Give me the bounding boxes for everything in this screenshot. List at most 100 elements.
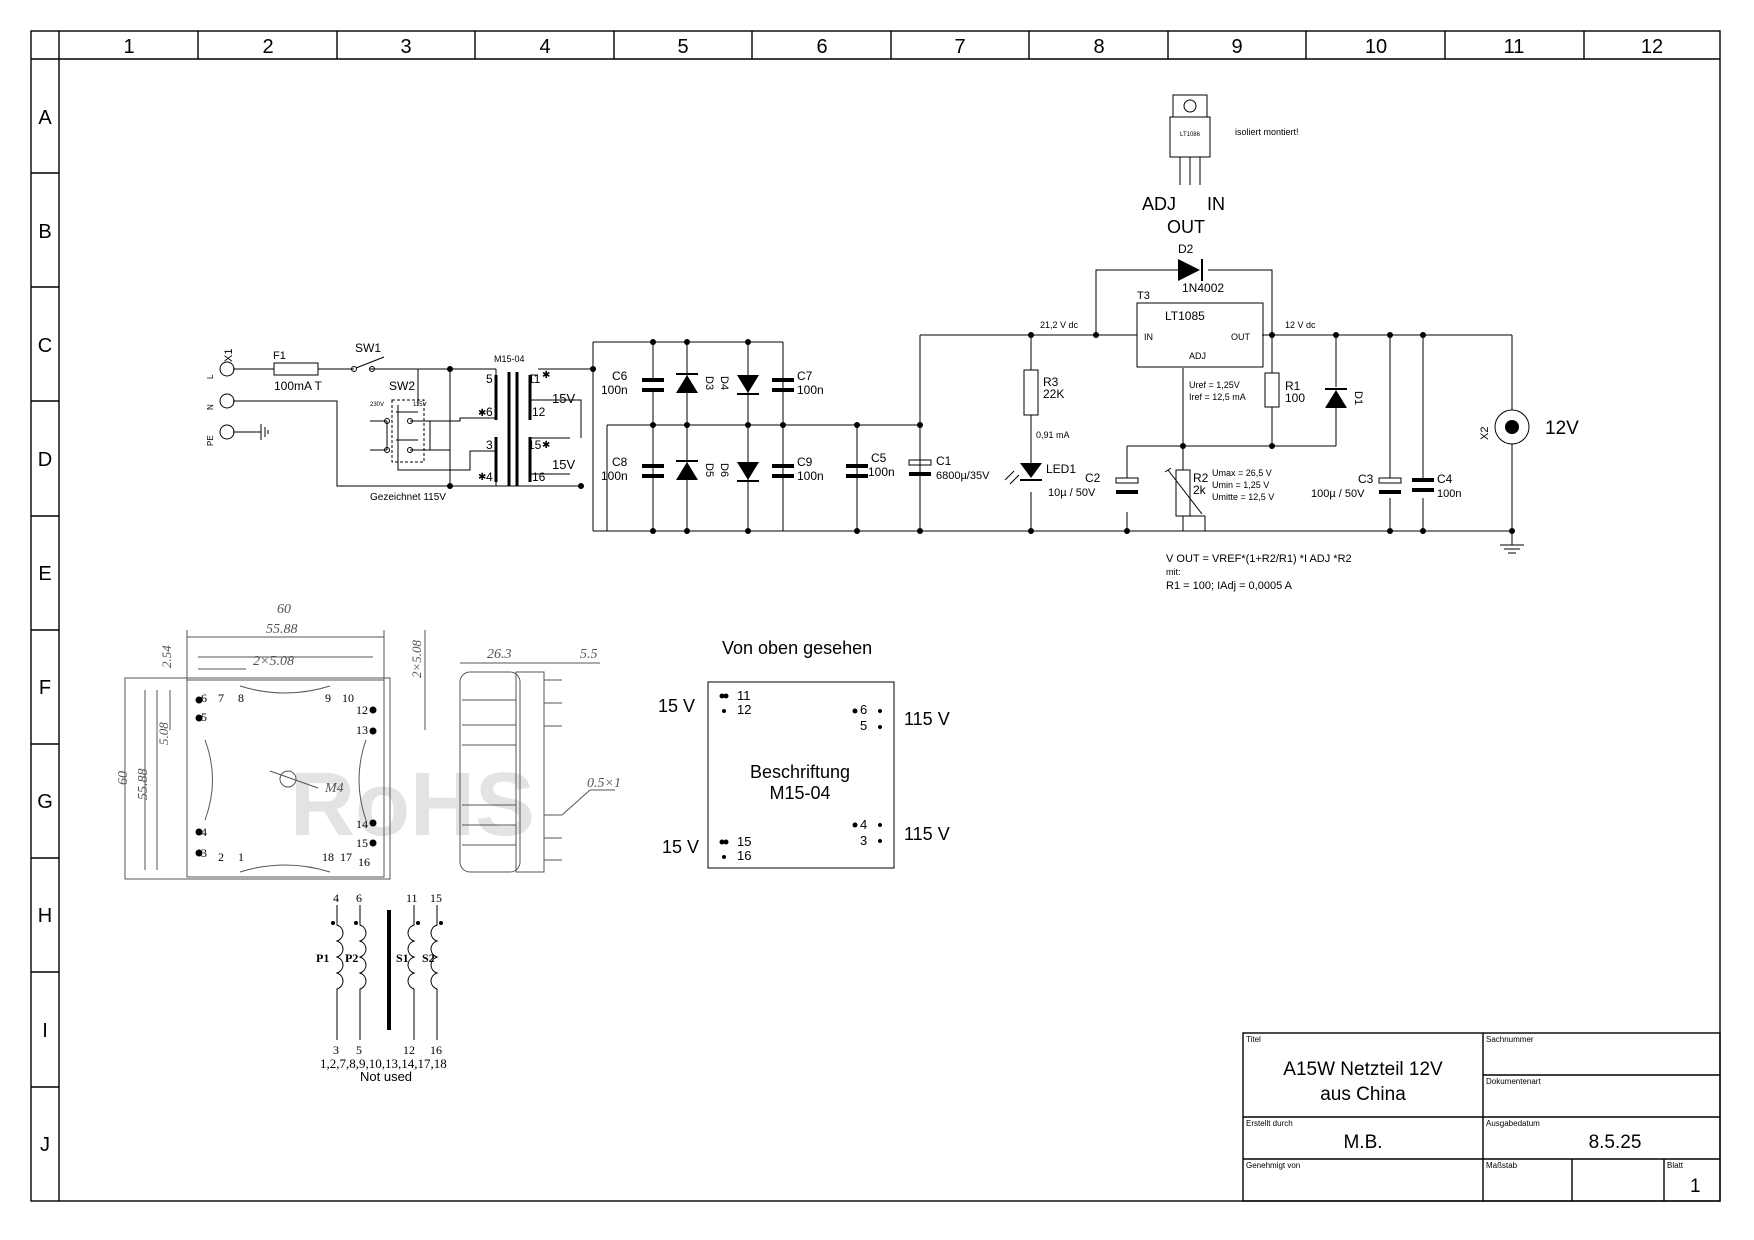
sw2-230-label: 230V xyxy=(370,402,384,408)
regulator-pin-out: OUT xyxy=(1167,217,1205,237)
col-label: 3 xyxy=(400,36,411,58)
issue-date: 8.5.25 xyxy=(1589,1132,1642,1153)
t-secondary-1-voltage: 15V xyxy=(552,391,575,406)
dimension-lines xyxy=(144,630,600,870)
c7-label: C7 xyxy=(797,369,813,383)
pin-number: 17 xyxy=(340,850,352,864)
connector-x1 xyxy=(219,361,269,440)
t-pin-12: 12 xyxy=(532,405,546,419)
pin-number: 9 xyxy=(325,691,331,705)
winding-diagram xyxy=(331,905,443,1040)
winding-pin-top: 11 xyxy=(406,891,418,905)
c3-value: 100µ / 50V xyxy=(1311,488,1365,500)
winding-pin-bottom: 16 xyxy=(430,1043,442,1057)
c9-value: 100n xyxy=(797,469,824,483)
top-view-right-bottom-voltage: 115 V xyxy=(904,824,950,844)
f1-value: 100mA T xyxy=(274,379,322,393)
resistor-r1 xyxy=(1264,372,1280,408)
winding-pin-top: 4 xyxy=(333,891,339,905)
t3-in: IN xyxy=(1144,332,1153,342)
titel-label: Titel xyxy=(1246,1035,1261,1044)
pin-number: 10 xyxy=(342,691,354,705)
row-label: D xyxy=(38,449,52,471)
t-pin-16: 16 xyxy=(532,470,546,484)
c2-label: C2 xyxy=(1085,471,1101,485)
top-view-pin-5: 5 xyxy=(860,718,867,733)
col-label: 7 xyxy=(954,36,965,58)
wired-note: Gezeichnet 115V xyxy=(370,492,446,503)
output-voltage: 12V xyxy=(1545,418,1579,439)
c6-label: C6 xyxy=(612,369,628,383)
output-jack-x2 xyxy=(1494,409,1530,445)
winding-pin-bottom: 3 xyxy=(333,1043,339,1057)
col-label: 12 xyxy=(1641,36,1663,58)
t-pin-5: 5 xyxy=(486,372,493,386)
row-label: B xyxy=(38,221,51,243)
c1-label: C1 xyxy=(936,454,952,468)
formula-line-3: R1 = 100; IAdj = 0,0005 A xyxy=(1166,580,1293,592)
svg-text:✱: ✱ xyxy=(542,370,550,381)
row-label: C xyxy=(38,335,52,357)
transformer-outline-front xyxy=(124,677,391,880)
diode-d2 xyxy=(1178,259,1203,281)
pin-number: 13 xyxy=(356,723,368,737)
pin-number: 18 xyxy=(322,850,334,864)
potentiometer-r2 xyxy=(1164,467,1203,517)
dim-5588-left: 55.88 xyxy=(136,769,151,801)
col-label: 10 xyxy=(1365,36,1387,58)
r3-value: 22K xyxy=(1043,387,1064,401)
col-label: 9 xyxy=(1231,36,1242,58)
iref: Iref = 12,5 mA xyxy=(1189,392,1246,402)
junction-dots xyxy=(447,332,1515,534)
top-view-right-top-voltage: 115 V xyxy=(904,709,950,729)
t-pin-11: 11 xyxy=(528,372,541,386)
f1-label: F1 xyxy=(273,350,286,362)
c8-value: 100n xyxy=(601,469,628,483)
pin-number: 2 xyxy=(218,850,224,864)
dim-60-top: 60 xyxy=(277,602,291,617)
svg-text:✱: ✱ xyxy=(478,472,486,483)
row-label: H xyxy=(38,905,52,927)
title-line-1: A15W Netzteil 12V xyxy=(1283,1059,1443,1080)
pin-number: 3 xyxy=(201,846,207,860)
dim-2x508-right: 2×5.08 xyxy=(409,639,424,678)
svg-text:✱: ✱ xyxy=(478,408,486,419)
winding-pin-top: 6 xyxy=(356,891,362,905)
title-block xyxy=(1242,1032,1721,1202)
t3-adj: ADJ xyxy=(1189,351,1206,361)
pin-number: 14 xyxy=(356,817,368,831)
capacitors-unpolarized xyxy=(642,378,1434,492)
umin: Umin = 1,25 V xyxy=(1212,480,1269,490)
led-current: 0,91 mA xyxy=(1036,430,1070,440)
regulator-t3 xyxy=(1136,302,1264,368)
schematic-wires xyxy=(233,269,1524,554)
fuse-f1 xyxy=(273,362,319,376)
erstellt-label: Erstellt durch xyxy=(1246,1119,1293,1128)
top-view-label-line-2: M15-04 xyxy=(769,783,830,803)
d6-label: D6 xyxy=(718,463,730,477)
x1-l-label: L xyxy=(206,374,215,379)
bridge-diodes xyxy=(676,373,759,482)
winding-pin-bottom: 5 xyxy=(356,1043,362,1057)
row-label: G xyxy=(37,791,53,813)
dim-508-left: 5.08 xyxy=(156,722,171,745)
capacitor-c1 xyxy=(908,459,932,476)
pin-number: 12 xyxy=(356,703,368,717)
t-pin-6: 6 xyxy=(486,405,493,419)
genehmigt-label: Genehmigt von xyxy=(1246,1161,1300,1170)
dim-60-left: 60 xyxy=(116,771,131,785)
col-label: 4 xyxy=(539,36,550,58)
switch-sw1 xyxy=(351,356,385,372)
unused-label: Not used xyxy=(360,1069,412,1084)
capacitor-c3 xyxy=(1378,477,1402,494)
sw2-label: SW2 xyxy=(389,379,415,393)
c4-value: 100n xyxy=(1437,488,1461,500)
title-line-2: aus China xyxy=(1320,1084,1406,1105)
c8-label: C8 xyxy=(612,455,628,469)
dim-263: 26.3 xyxy=(487,647,512,662)
x1-pe-label: PE xyxy=(206,435,215,446)
c1-value: 6800µ/35V xyxy=(936,470,990,482)
d2-value: 1N4002 xyxy=(1182,281,1224,295)
top-view-label-line-1: Beschriftung xyxy=(750,762,850,782)
